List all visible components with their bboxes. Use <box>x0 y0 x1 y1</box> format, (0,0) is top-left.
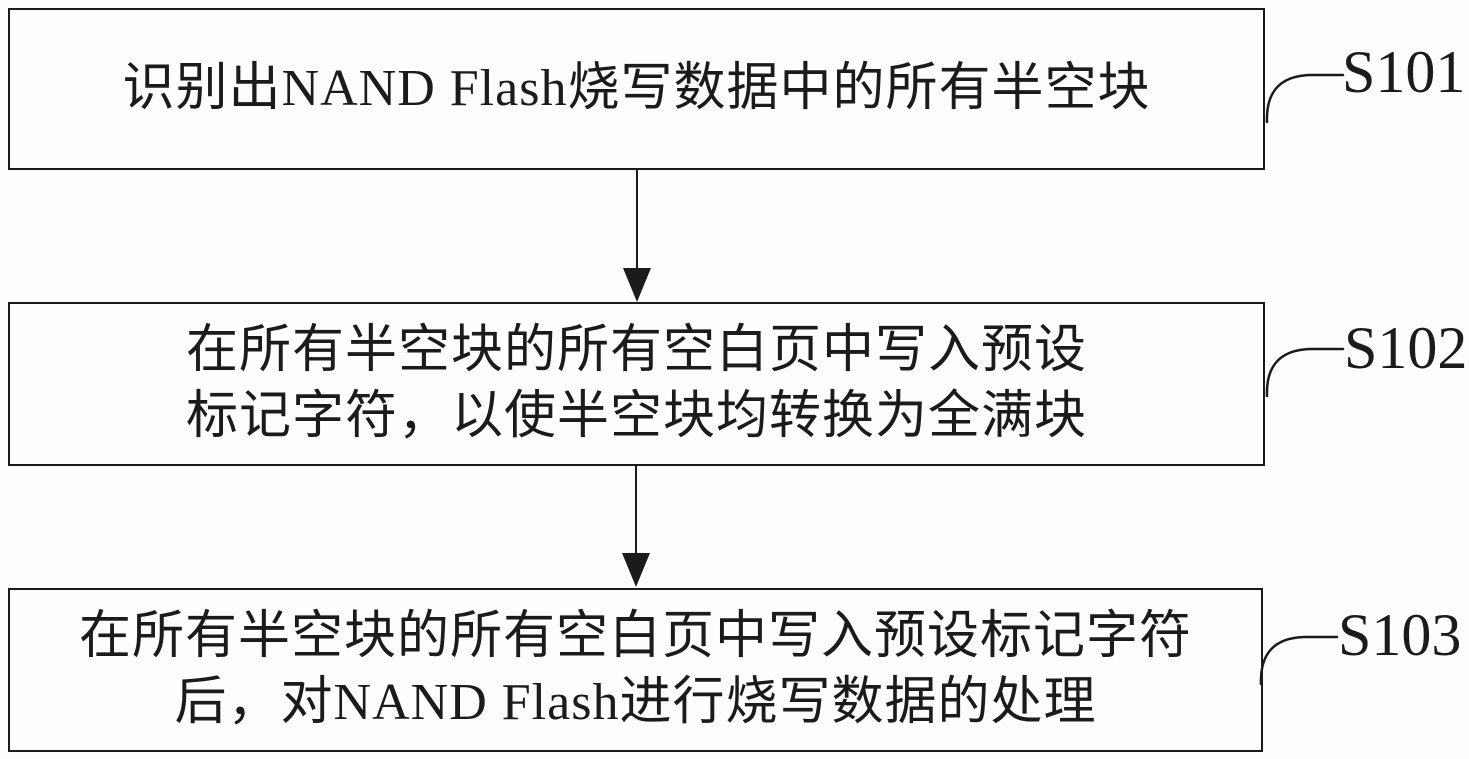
flow-step-s101-text-line1: 识别出NAND Flash烧写数据中的所有半空块 <box>122 60 1151 117</box>
flow-step-box-s103: 在所有半空块的所有空白页中写入预设标记字符 后，对NAND Flash进行烧写数… <box>8 588 1263 752</box>
step-label-s102: S102 <box>1344 315 1468 381</box>
step-label-s103: S103 <box>1338 602 1462 668</box>
flow-step-s102-text-line1: 在所有半空块的所有空白页中写入预设 <box>185 322 1087 379</box>
flow-step-s102-text-line2: 标记字符，以使半空块均转换为全满块 <box>185 388 1087 445</box>
leader-curve-icon <box>1265 73 1345 124</box>
flow-step-s103-text-line1: 在所有半空块的所有空白页中写入预设标记字符 <box>78 608 1192 665</box>
step-label-s101: S101 <box>1342 39 1466 105</box>
flow-step-s103-text-line2: 后，对NAND Flash进行烧写数据的处理 <box>174 674 1097 731</box>
down-arrow-icon <box>622 466 650 587</box>
flow-step-box-s102: 在所有半空块的所有空白页中写入预设 标记字符，以使半空块均转换为全满块 <box>8 302 1265 466</box>
leader-curve-icon <box>1259 635 1339 686</box>
leader-curve-icon <box>1265 347 1345 398</box>
down-arrow-icon <box>623 170 651 302</box>
flow-step-box-s101: 识别出NAND Flash烧写数据中的所有半空块 <box>8 8 1265 170</box>
